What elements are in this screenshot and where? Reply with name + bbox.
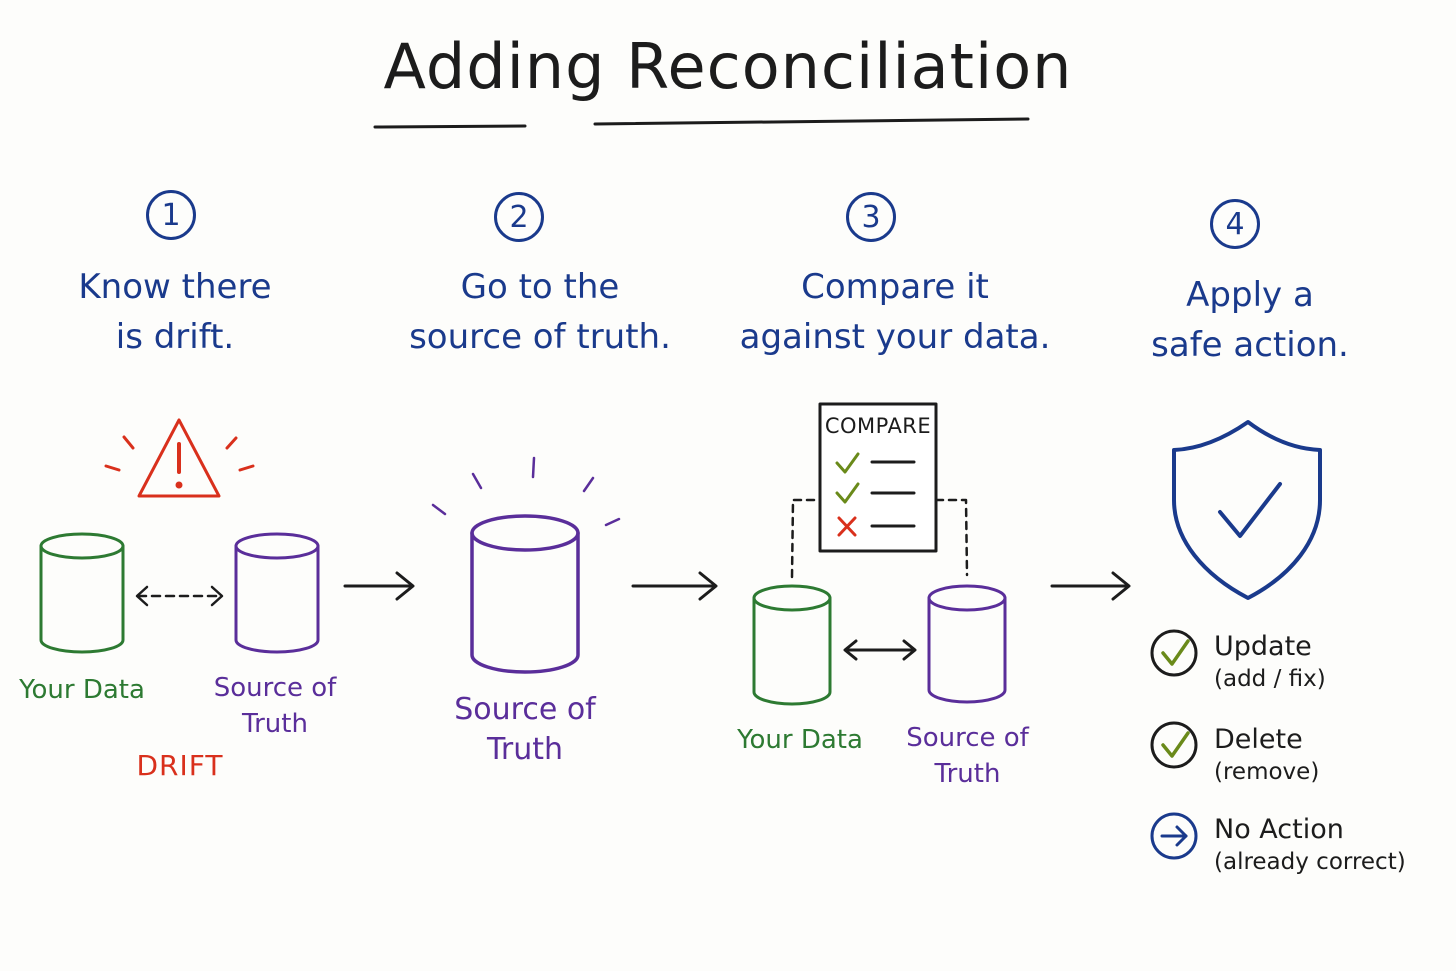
compare-connectors xyxy=(790,498,969,579)
arrow-step2-to-step3-icon xyxy=(631,571,718,601)
action-delete: Delete (remove) xyxy=(1214,723,1319,787)
step-1-number: 1 xyxy=(146,190,196,240)
delete-check-circle-icon xyxy=(1150,721,1198,769)
shield-check-icon xyxy=(1172,420,1322,600)
source-of-truth-cylinder-step3 xyxy=(927,584,1007,704)
compare-title: COMPARE xyxy=(824,414,932,438)
arrow-step1-to-step2-icon xyxy=(343,571,415,601)
warning-icon xyxy=(104,418,255,498)
source-of-truth-label-step3: Source of Truth xyxy=(906,723,1029,789)
arrow-step3-to-step4-icon xyxy=(1050,571,1131,601)
glow-rays-icon xyxy=(431,456,621,527)
source-of-truth-label-step1: Source of Truth xyxy=(213,673,337,739)
action-update-label: Update xyxy=(1214,631,1312,662)
your-data-cylinder-step3 xyxy=(752,584,832,706)
step-4-heading: Apply a safe action. xyxy=(1151,275,1349,365)
action-delete-label: Delete xyxy=(1214,724,1303,755)
drift-arrow-icon xyxy=(135,585,224,607)
step-3-heading: Compare it against your data. xyxy=(739,267,1051,357)
compare-arrow-icon xyxy=(843,639,917,661)
source-of-truth-label-step2: Source of Truth xyxy=(454,692,596,767)
drift-label: DRIFT xyxy=(136,749,224,782)
your-data-label-step1: Your Data xyxy=(19,675,145,705)
page-title: Adding Reconciliation xyxy=(383,30,1073,103)
step-3-number: 3 xyxy=(846,192,896,242)
source-of-truth-cylinder-step1 xyxy=(234,532,320,654)
action-update: Update (add / fix) xyxy=(1214,630,1326,694)
action-update-sub: (add / fix) xyxy=(1214,666,1326,692)
no-action-arrow-circle-icon xyxy=(1150,812,1198,860)
update-check-circle-icon xyxy=(1150,629,1198,677)
your-data-cylinder-step1 xyxy=(39,532,125,654)
title-underline-left xyxy=(373,124,527,129)
step-4-number: 4 xyxy=(1210,199,1260,249)
step-1-heading: Know there is drift. xyxy=(78,267,272,357)
action-no-action-label: No Action xyxy=(1214,814,1344,845)
title-underline-right xyxy=(593,117,1030,126)
compare-document-icon xyxy=(818,402,938,553)
action-no-action-sub: (already correct) xyxy=(1214,849,1406,875)
step-2-heading: Go to the source of truth. xyxy=(409,267,671,357)
source-of-truth-cylinder-step2 xyxy=(470,514,580,674)
your-data-label-step3: Your Data xyxy=(737,725,863,755)
action-delete-sub: (remove) xyxy=(1214,759,1320,785)
action-no-action: No Action (already correct) xyxy=(1214,813,1406,877)
step-2-number: 2 xyxy=(494,192,544,242)
